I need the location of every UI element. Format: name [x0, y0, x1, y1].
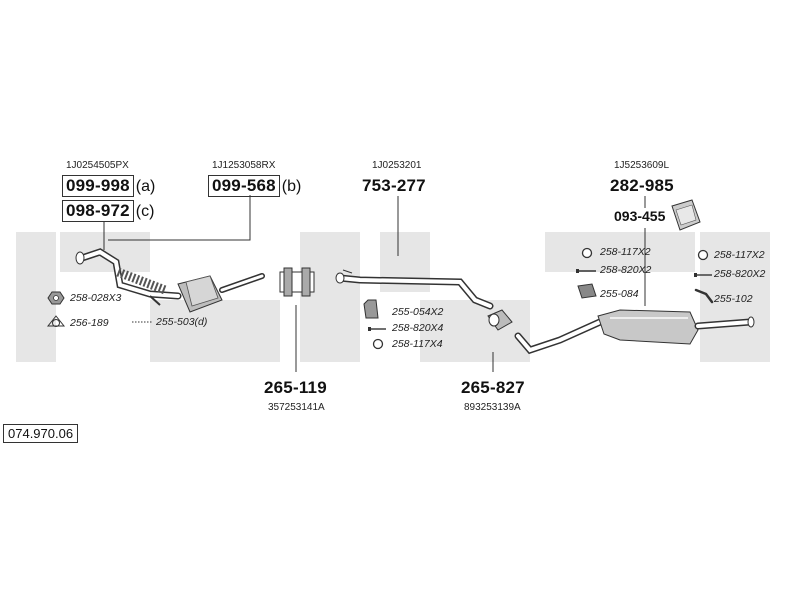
- accessory-label[interactable]: 258-820X2: [714, 268, 766, 280]
- heat-shield-part-number[interactable]: 093-455: [614, 208, 666, 224]
- bolt-icon: [576, 269, 596, 273]
- catalyst-oem: 1J1253058RX: [212, 160, 276, 171]
- connector-2-part-number[interactable]: 265-827: [461, 378, 525, 397]
- washer-icon: [581, 247, 593, 259]
- accessory-label[interactable]: 258-820X4: [392, 322, 444, 334]
- rear-silencer-part-number[interactable]: 282-985: [610, 176, 674, 195]
- catalog-number: 074.970.06: [3, 424, 79, 443]
- connector-1-drawing: [279, 267, 315, 297]
- front-pipe-part-c[interactable]: 098-972(c): [62, 200, 154, 222]
- watermark-block: [700, 232, 770, 362]
- accessory-label[interactable]: 258-117X2: [714, 249, 765, 261]
- rear-silencer-drawing: [514, 309, 755, 355]
- accessory-label[interactable]: 255-503(d): [156, 316, 208, 328]
- mid-pipe-drawing: [335, 269, 494, 310]
- catalyst-part-b[interactable]: 099-568(b): [208, 175, 301, 197]
- connector-1-part-number[interactable]: 265-119: [264, 378, 327, 397]
- bolt-icon: [368, 327, 386, 331]
- part-number: 099-998: [62, 175, 134, 197]
- catalyst-drawing: [177, 273, 265, 313]
- front-pipe-oem: 1J0254505PX: [66, 160, 129, 171]
- accessory-label[interactable]: 256-189: [70, 317, 109, 329]
- washer-icon: [697, 249, 709, 261]
- rear-silencer-oem: 1J5253609L: [614, 160, 670, 171]
- leader-catalyst: [108, 195, 251, 241]
- watermark-block: [300, 232, 360, 362]
- hanger-icon: [694, 288, 714, 304]
- connector-2-drawing: [487, 309, 513, 331]
- part-number: 098-972: [62, 200, 134, 222]
- mid-pipe-oem: 1J0253201: [372, 160, 422, 171]
- accessory-label[interactable]: 255-054X2: [392, 306, 444, 318]
- part-number: 099-568: [208, 175, 280, 197]
- accessory-label[interactable]: 258-117X4: [392, 338, 443, 350]
- heat-shield-drawing: [671, 199, 701, 231]
- accessory-label[interactable]: 255-084: [600, 288, 639, 300]
- accessory-label[interactable]: 258-028X3: [70, 292, 122, 304]
- gasket-icon: [46, 315, 66, 327]
- clamp-icon: [363, 299, 379, 319]
- watermark-block: [545, 232, 695, 272]
- mid-pipe-part-number[interactable]: 753-277: [362, 176, 426, 195]
- connector-1-oem: 357253141A: [268, 402, 325, 413]
- part-suffix: (b): [281, 178, 302, 195]
- washer-icon: [372, 338, 384, 350]
- part-suffix: (c): [135, 203, 155, 220]
- nut-icon: [47, 291, 65, 305]
- part-suffix: (a): [135, 178, 156, 195]
- connector-2-oem: 893253139A: [464, 402, 521, 413]
- front-pipe-part-a[interactable]: 099-998(a): [62, 175, 155, 197]
- watermark-block: [420, 300, 530, 362]
- watermark-block: [150, 300, 280, 362]
- front-pipe-drawing: [75, 248, 182, 306]
- accessory-label[interactable]: 255-102: [714, 293, 753, 305]
- accessory-label[interactable]: 258-820X2: [600, 264, 652, 276]
- bolt-icon: [694, 273, 712, 277]
- rubber-mount-icon: [577, 283, 597, 299]
- accessory-label[interactable]: 258-117X2: [600, 246, 651, 258]
